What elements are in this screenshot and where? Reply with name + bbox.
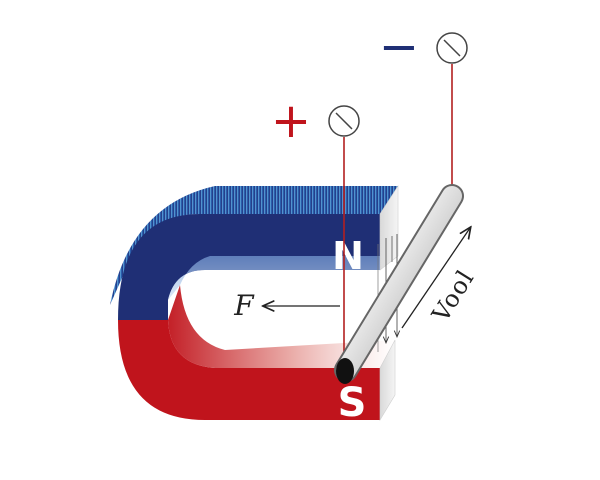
magnet-south-side	[379, 339, 396, 422]
south-pole-label: S	[338, 380, 367, 426]
terminal-screw-icon	[328, 105, 360, 137]
positive-sign: +	[271, 93, 311, 149]
north-pole-label: N	[332, 234, 364, 278]
magnet-top-face	[110, 186, 398, 305]
current-arrow	[401, 228, 470, 329]
terminal-screw-icon	[436, 32, 468, 64]
magnet-inner-blue	[168, 256, 395, 300]
magnet-inner-red	[168, 285, 395, 368]
conductor-rod	[334, 184, 464, 384]
magnet-south-arm	[118, 320, 380, 420]
current-label: Vool	[426, 265, 480, 328]
magnet: N S	[110, 184, 399, 426]
force-label: F	[233, 289, 255, 322]
rod-end	[336, 358, 354, 384]
negative-sign: −	[379, 19, 419, 75]
magnet-north-side	[379, 184, 399, 271]
